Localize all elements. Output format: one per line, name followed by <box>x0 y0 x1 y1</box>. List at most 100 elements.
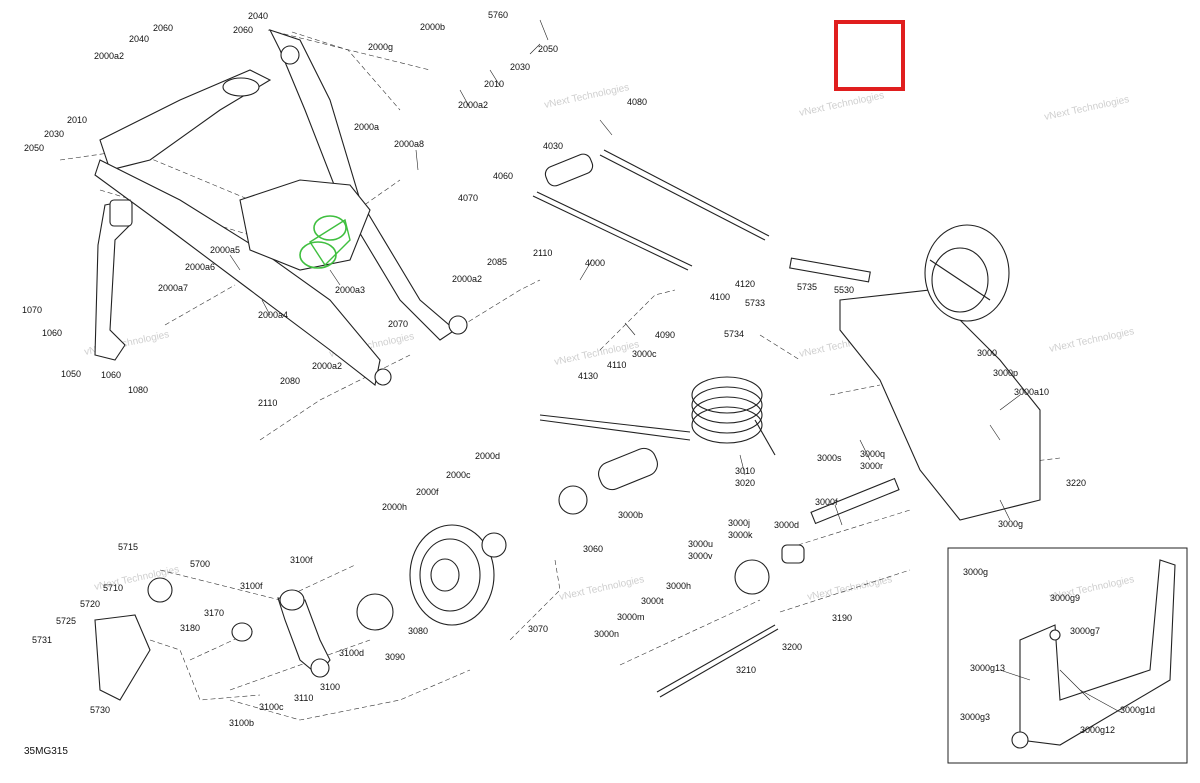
watermark-text: vNext Technologies <box>558 574 645 603</box>
callout-label: 3000s <box>817 453 842 463</box>
callout-label: 4120 <box>735 279 755 289</box>
callout-label: 3100 <box>320 682 340 692</box>
callout-label: 3000k <box>728 530 753 540</box>
watermark-text: vNext Technologies <box>543 82 630 111</box>
callout-label: 4110 <box>607 360 626 370</box>
callout-label: 3000g <box>998 519 1023 529</box>
callout-label: 2000f <box>416 487 439 497</box>
callout-label: 3170 <box>204 608 224 618</box>
callout-label: 3000p <box>993 368 1018 378</box>
callout-label: 3000 <box>977 348 997 358</box>
callout-label: 3010 <box>735 466 755 476</box>
callout-label: 1060 <box>42 328 62 338</box>
callout-label: 2000a2 <box>94 51 124 61</box>
callout-label: 3000a10 <box>1014 387 1049 397</box>
callout-label: 2085 <box>487 257 507 267</box>
inset-frame <box>947 547 1188 764</box>
callout-label: 2000a3 <box>335 285 365 295</box>
callout-label: 2060 <box>233 25 253 35</box>
callout-label: 4130 <box>578 371 598 381</box>
callout-label: 4090 <box>655 330 675 340</box>
callout-label: 3000t <box>641 596 664 606</box>
callout-label: 1070 <box>22 305 42 315</box>
callout-label: 3000g7 <box>1070 626 1100 636</box>
callout-label: 2000g <box>368 42 393 52</box>
callout-label: 3080 <box>408 626 428 636</box>
callout-label: 3000b <box>618 510 643 520</box>
lower-arm <box>94 577 394 701</box>
callout-label: 2110 <box>258 398 277 408</box>
callout-label: 1050 <box>61 369 81 379</box>
callout-label: 2060 <box>153 23 173 33</box>
highlight-box <box>834 20 905 91</box>
callout-label: 3100f <box>290 555 313 565</box>
callout-label: 2070 <box>388 319 408 329</box>
callout-label: 3190 <box>832 613 852 623</box>
callout-label: 5734 <box>724 329 744 339</box>
callout-label: 5760 <box>488 10 508 20</box>
callout-label: 2040 <box>129 34 149 44</box>
tie-rods <box>532 149 779 698</box>
callout-label: 3000g9 <box>1050 593 1080 603</box>
callout-label: 3000r <box>860 461 883 471</box>
callout-label: 4000 <box>585 258 605 268</box>
callout-label: 3210 <box>736 665 756 675</box>
callout-label: 1060 <box>101 370 121 380</box>
callout-label: 4100 <box>710 292 730 302</box>
callout-label: 5730 <box>90 705 110 715</box>
callout-leaders <box>229 19 1121 713</box>
callout-label: 3100c <box>259 702 284 712</box>
callout-label: 5725 <box>56 616 76 626</box>
callout-label: 2030 <box>510 62 530 72</box>
callout-label: 3100f <box>240 581 263 591</box>
callout-label: 5700 <box>190 559 210 569</box>
callout-label: 3110 <box>294 693 313 703</box>
green-bracket-part <box>299 215 351 269</box>
callout-label: 3000g1d <box>1120 705 1155 715</box>
inset-bracket <box>1011 559 1176 749</box>
watermark-text: vNext Technologies <box>1048 326 1135 355</box>
callout-label: 2000b <box>420 22 445 32</box>
callout-label: 5530 <box>834 285 854 295</box>
callout-label: 2000a2 <box>312 361 342 371</box>
callout-label: 3000g3 <box>960 712 990 722</box>
callout-label: 3200 <box>782 642 802 652</box>
callout-label: 3000u <box>688 539 713 549</box>
rear-frame <box>789 224 1041 521</box>
callout-label: 3000g13 <box>970 663 1005 673</box>
callout-label: 2000a <box>354 122 379 132</box>
callout-label: 2000c <box>446 470 471 480</box>
callout-label: 2000a7 <box>158 283 188 293</box>
callout-label: 2000a8 <box>394 139 424 149</box>
idler-wheel <box>409 447 900 626</box>
callout-label: 2000h <box>382 502 407 512</box>
callout-label: 2000d <box>475 451 500 461</box>
pedal-arm <box>94 199 133 361</box>
callout-label: 3000v <box>688 551 713 561</box>
watermark-text: vNext Technologies <box>798 90 885 119</box>
callout-labels: 2000b57602050204020602000g201020302000a2… <box>22 10 1155 735</box>
callout-label: 3220 <box>1066 478 1086 488</box>
callout-label: 3090 <box>385 652 405 662</box>
callout-label: 2080 <box>280 376 300 386</box>
callout-label: 2050 <box>538 44 558 54</box>
callout-label: 5733 <box>745 298 765 308</box>
callout-label: 5735 <box>797 282 817 292</box>
callout-label: 3180 <box>180 623 200 633</box>
callout-label: 2000a2 <box>452 274 482 284</box>
callout-label: 3000n <box>594 629 619 639</box>
callout-label: 2010 <box>67 115 87 125</box>
callout-label: 3000h <box>666 581 691 591</box>
callout-label: 1080 <box>128 385 148 395</box>
callout-label: 3000c <box>632 349 657 359</box>
callout-label: 4030 <box>543 141 563 151</box>
callout-label: 2000a2 <box>458 100 488 110</box>
callout-label: 5715 <box>118 542 138 552</box>
diagram-id: 35MG315 <box>24 746 68 757</box>
callout-label: 3000q <box>860 449 885 459</box>
callout-label: 3000g <box>963 567 988 577</box>
callout-label: 2000a4 <box>258 310 288 320</box>
callout-label: 2000a6 <box>185 262 215 272</box>
